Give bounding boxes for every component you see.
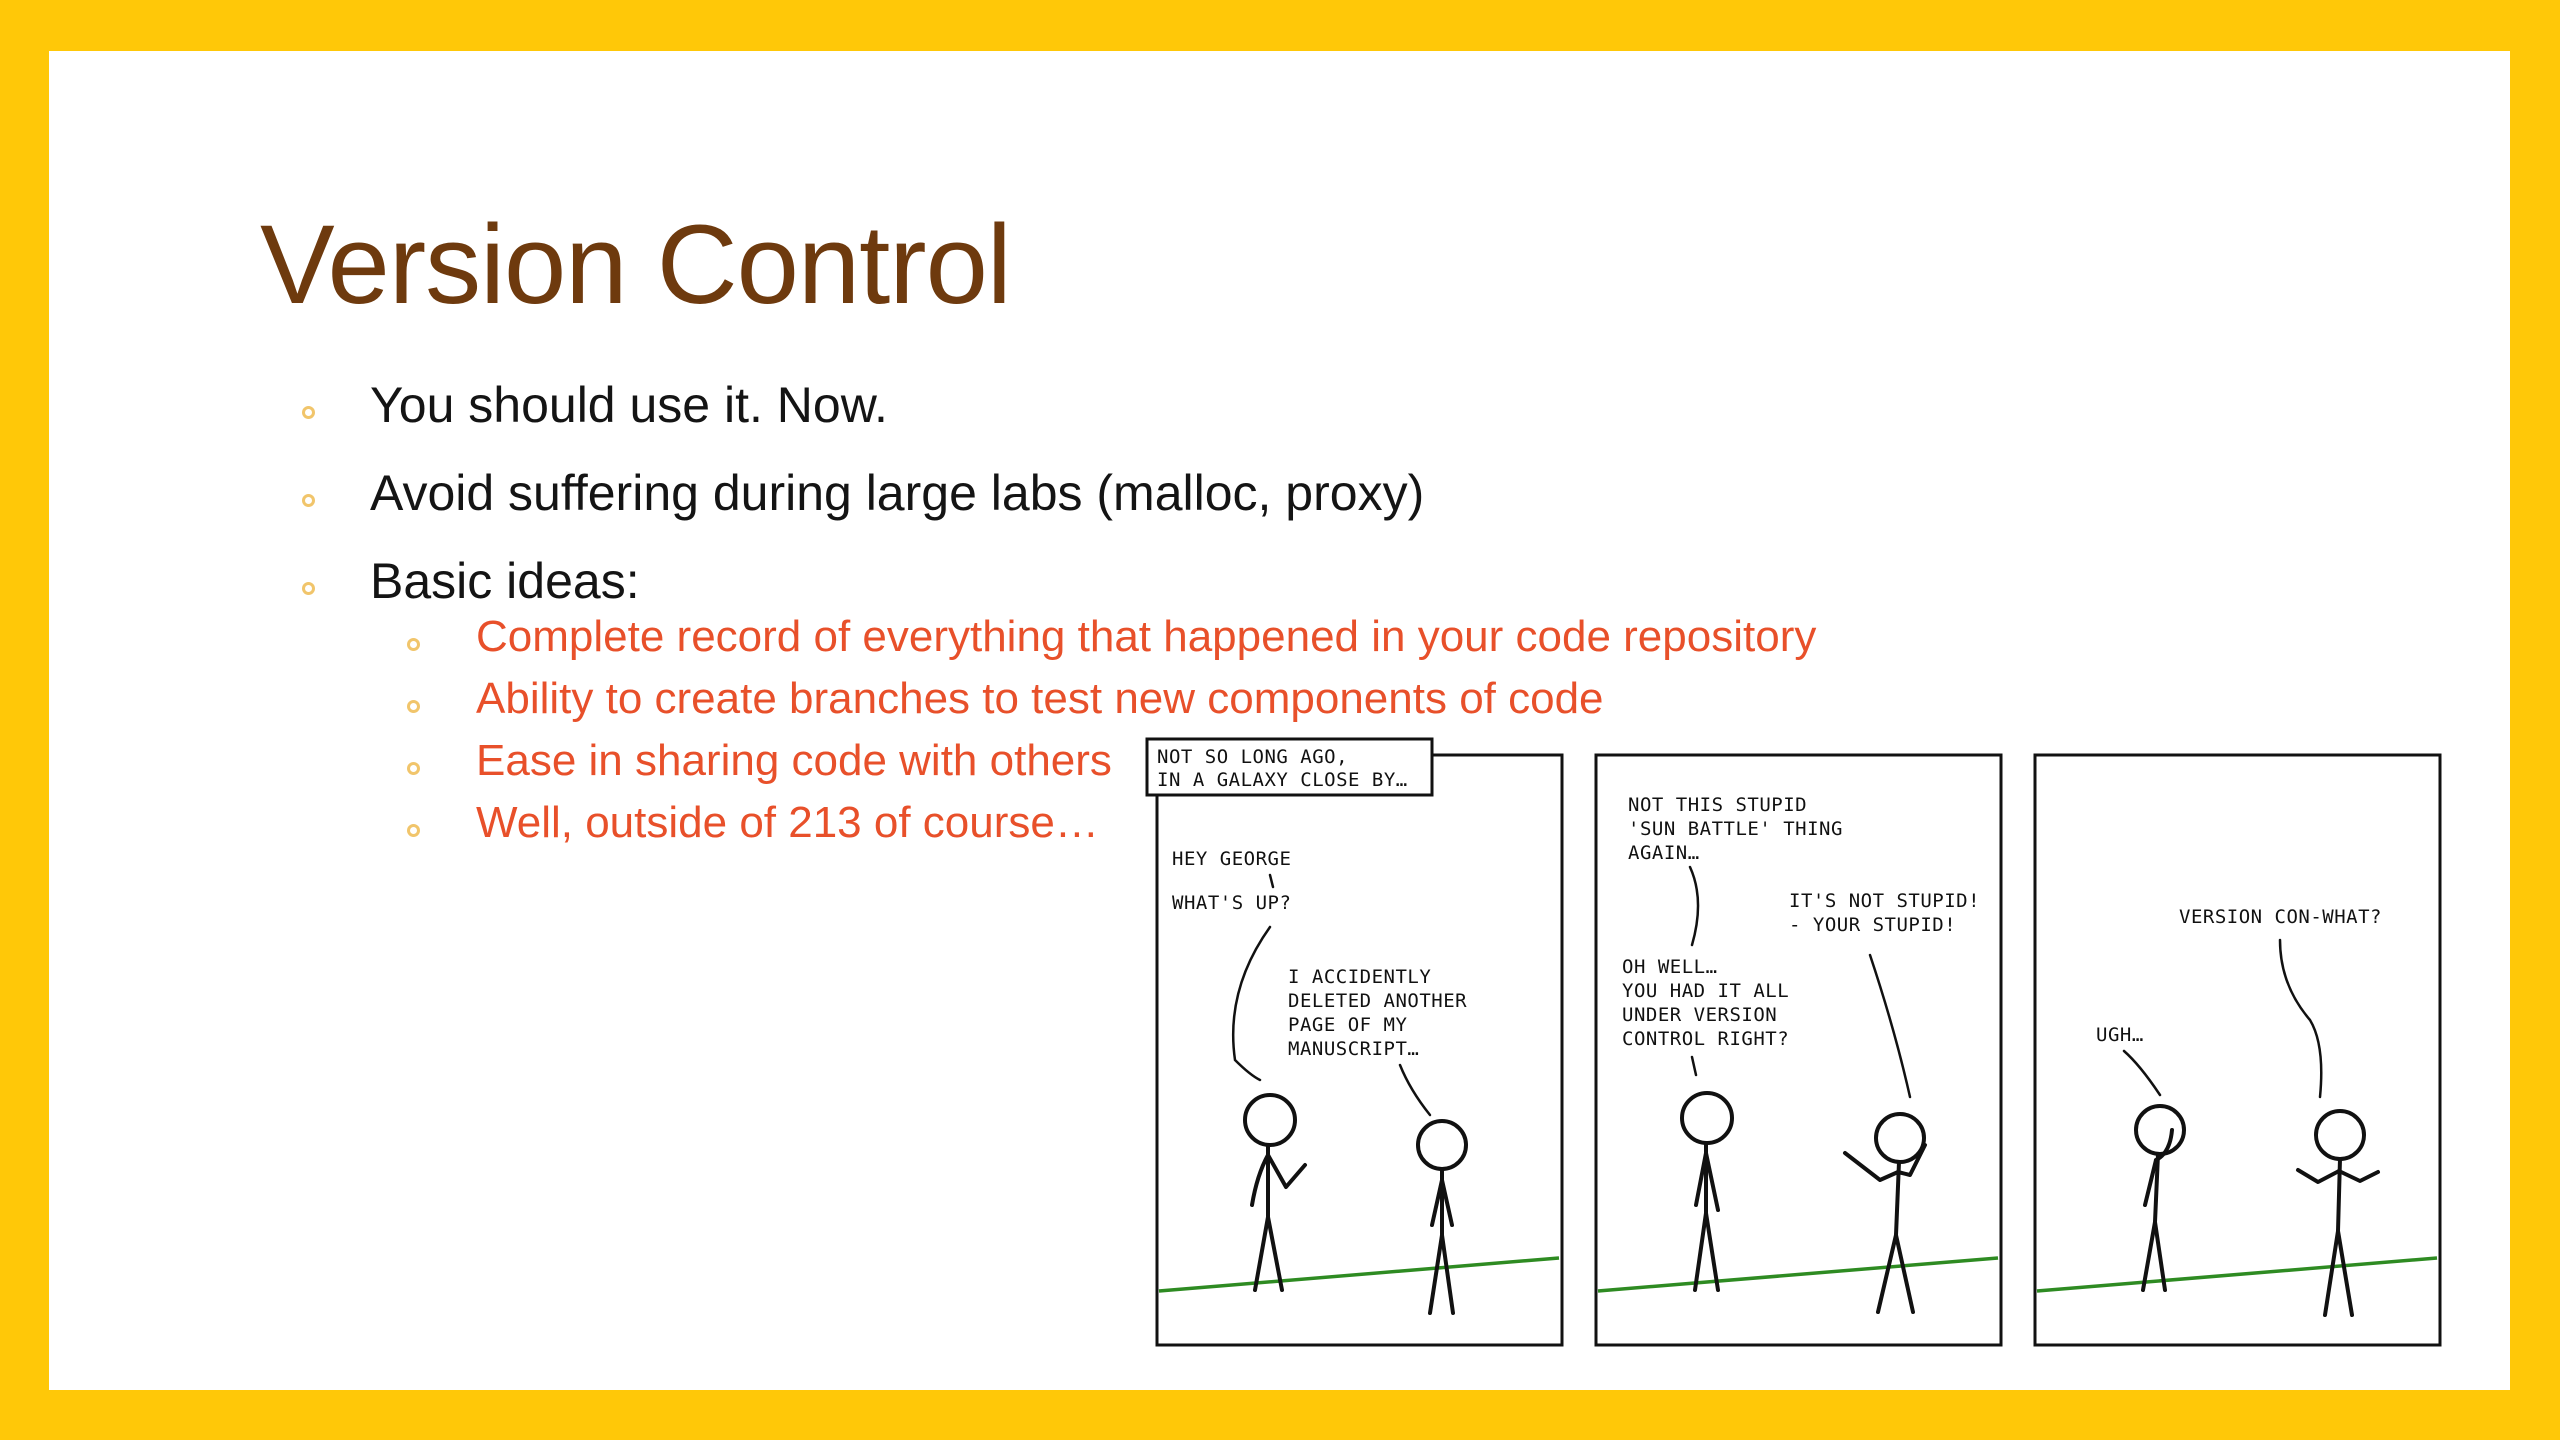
bullet-marker xyxy=(302,582,315,595)
comic-caption-box xyxy=(1145,737,1434,797)
panel2-speech-b: IT'S NOT STUPID! - YOUR STUPID! xyxy=(1789,890,1992,936)
comic-panel-2 xyxy=(1594,753,2003,1347)
panel3-speech-b: VERSION CON-WHAT? xyxy=(2179,906,2382,928)
stick-figure xyxy=(1843,1112,1927,1314)
bullet-item: Basic ideas: xyxy=(370,553,640,609)
stick-figure xyxy=(1243,1093,1307,1292)
stick-figure xyxy=(1680,1091,1734,1292)
sub-bullet-marker xyxy=(407,762,420,775)
sub-bullet-item: Ability to create branches to test new c… xyxy=(476,674,1604,723)
panel2-speech-a: NOT THIS STUPID 'SUN BATTLE' THING AGAIN… xyxy=(1628,794,1855,864)
sub-bullet-item: Complete record of everything that happe… xyxy=(476,612,1817,661)
sub-bullet-item: Ease in sharing code with others xyxy=(476,736,1112,785)
bullet-marker xyxy=(302,406,315,419)
comic-panel-3 xyxy=(2033,753,2442,1347)
panel1-speech-a: HEY GEORGE xyxy=(1172,848,1291,870)
stick-figure xyxy=(2296,1109,2380,1317)
panel2-speech-c: OH WELL… YOU HAD IT ALL UNDER VERSION CO… xyxy=(1622,956,1801,1050)
comic-caption: NOT SO LONG AGO, IN A GALAXY CLOSE BY… xyxy=(1157,746,1408,791)
panel3-speech-a: UGH… xyxy=(2096,1024,2144,1046)
bullet-marker xyxy=(302,494,315,507)
ground-lines xyxy=(1158,1256,2438,1293)
slide-title: Version Control xyxy=(260,202,1012,327)
stick-figure xyxy=(2134,1104,2186,1292)
sub-bullet-item: Well, outside of 213 of course… xyxy=(476,798,1099,847)
bullet-item: Avoid suffering during large labs (mallo… xyxy=(370,465,1425,521)
speech-tails xyxy=(1231,865,2323,1117)
panel1-speech-c: I ACCIDENTLY DELETED ANOTHER PAGE OF MY … xyxy=(1288,966,1479,1060)
panel1-speech-b: WHAT'S UP? xyxy=(1172,892,1291,914)
sub-bullet-marker xyxy=(407,700,420,713)
xkcd-comic: NOT SO LONG AGO, IN A GALAXY CLOSE BY… H… xyxy=(1145,737,2442,1347)
slide xyxy=(49,51,2510,1390)
bullet-item: You should use it. Now. xyxy=(370,377,888,433)
sub-bullet-marker xyxy=(407,638,420,651)
stick-figure xyxy=(1416,1119,1468,1315)
sub-bullet-marker xyxy=(407,824,420,837)
